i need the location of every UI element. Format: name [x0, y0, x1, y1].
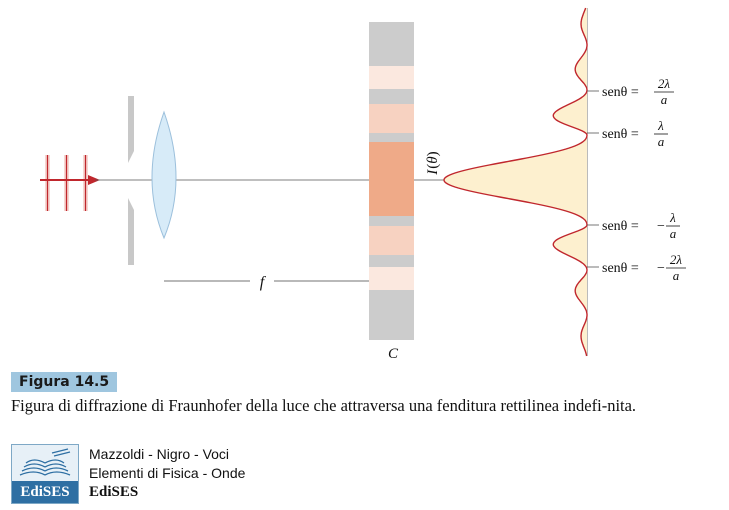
incident-wavefronts	[45, 155, 88, 211]
book-footer: EdiSES Mazzoldi - Nigro - Voci Elementi …	[11, 444, 711, 504]
annotation-numerator: 2λ	[670, 252, 683, 267]
annotation-prefix: senθ =	[602, 219, 639, 234]
annotation-denominator: a	[658, 134, 665, 149]
book-title: Elementi di Fisica - Onde	[89, 465, 246, 481]
intensity-label-open: (	[425, 164, 441, 169]
publisher-logo: EdiSES	[11, 444, 79, 504]
intensity-label-arg: θ	[425, 156, 441, 164]
intensity-fill	[444, 8, 587, 356]
book-info: Mazzoldi - Nigro - Voci Elementi di Fisi…	[89, 445, 245, 502]
annotation-plus-1: senθ = λ a	[587, 118, 668, 149]
annotation-denominator: a	[673, 268, 680, 283]
annotation-numerator: λ	[669, 210, 676, 225]
annotation-prefix: senθ =	[602, 261, 639, 276]
converging-lens	[151, 110, 177, 240]
diffraction-diagram: f C I(θ) senθ = 2λ a senθ = λ a	[40, 7, 686, 360]
intensity-curve	[443, 7, 588, 357]
annotation-sign: −	[657, 219, 665, 234]
intensity-label-close: )	[425, 151, 441, 156]
band-upper-2	[369, 66, 414, 89]
book-publisher: EdiSES	[89, 484, 139, 500]
book-authors: Mazzoldi - Nigro - Voci	[89, 446, 230, 462]
annotation-prefix: senθ =	[602, 127, 639, 142]
annotation-denominator: a	[661, 92, 668, 107]
minima-annotations: senθ = 2λ a senθ = λ a senθ = − λ a senθ…	[587, 76, 686, 283]
observation-screen: C	[369, 22, 414, 360]
band-upper-1	[369, 104, 414, 133]
focal-length-indicator: f	[164, 274, 370, 291]
logo-text: EdiSES	[12, 481, 78, 503]
open-book-icon	[19, 448, 71, 476]
annotation-numerator: 2λ	[658, 76, 671, 91]
band-lower-2	[369, 267, 414, 290]
band-central	[369, 142, 414, 216]
band-lower-1	[369, 226, 414, 255]
annotation-numerator: λ	[657, 118, 664, 133]
annotation-sign: −	[657, 261, 665, 276]
focal-label: f	[260, 274, 267, 291]
annotation-minus-1: senθ = − λ a	[587, 210, 680, 241]
annotation-minus-2: senθ = − 2λ a	[587, 252, 686, 283]
figure-label: Figura 14.5	[11, 372, 118, 392]
incident-arrow	[40, 175, 100, 185]
slit-barrier	[128, 96, 134, 265]
annotation-plus-2: senθ = 2λ a	[587, 76, 674, 107]
annotation-prefix: senθ =	[602, 85, 639, 100]
intensity-label: I(θ)	[425, 151, 441, 175]
annotation-denominator: a	[670, 226, 677, 241]
intensity-label-var: I	[425, 169, 441, 176]
screen-label: C	[388, 346, 399, 360]
figure-caption: Figura di diffrazione di Fraunhofer dell…	[11, 396, 637, 415]
